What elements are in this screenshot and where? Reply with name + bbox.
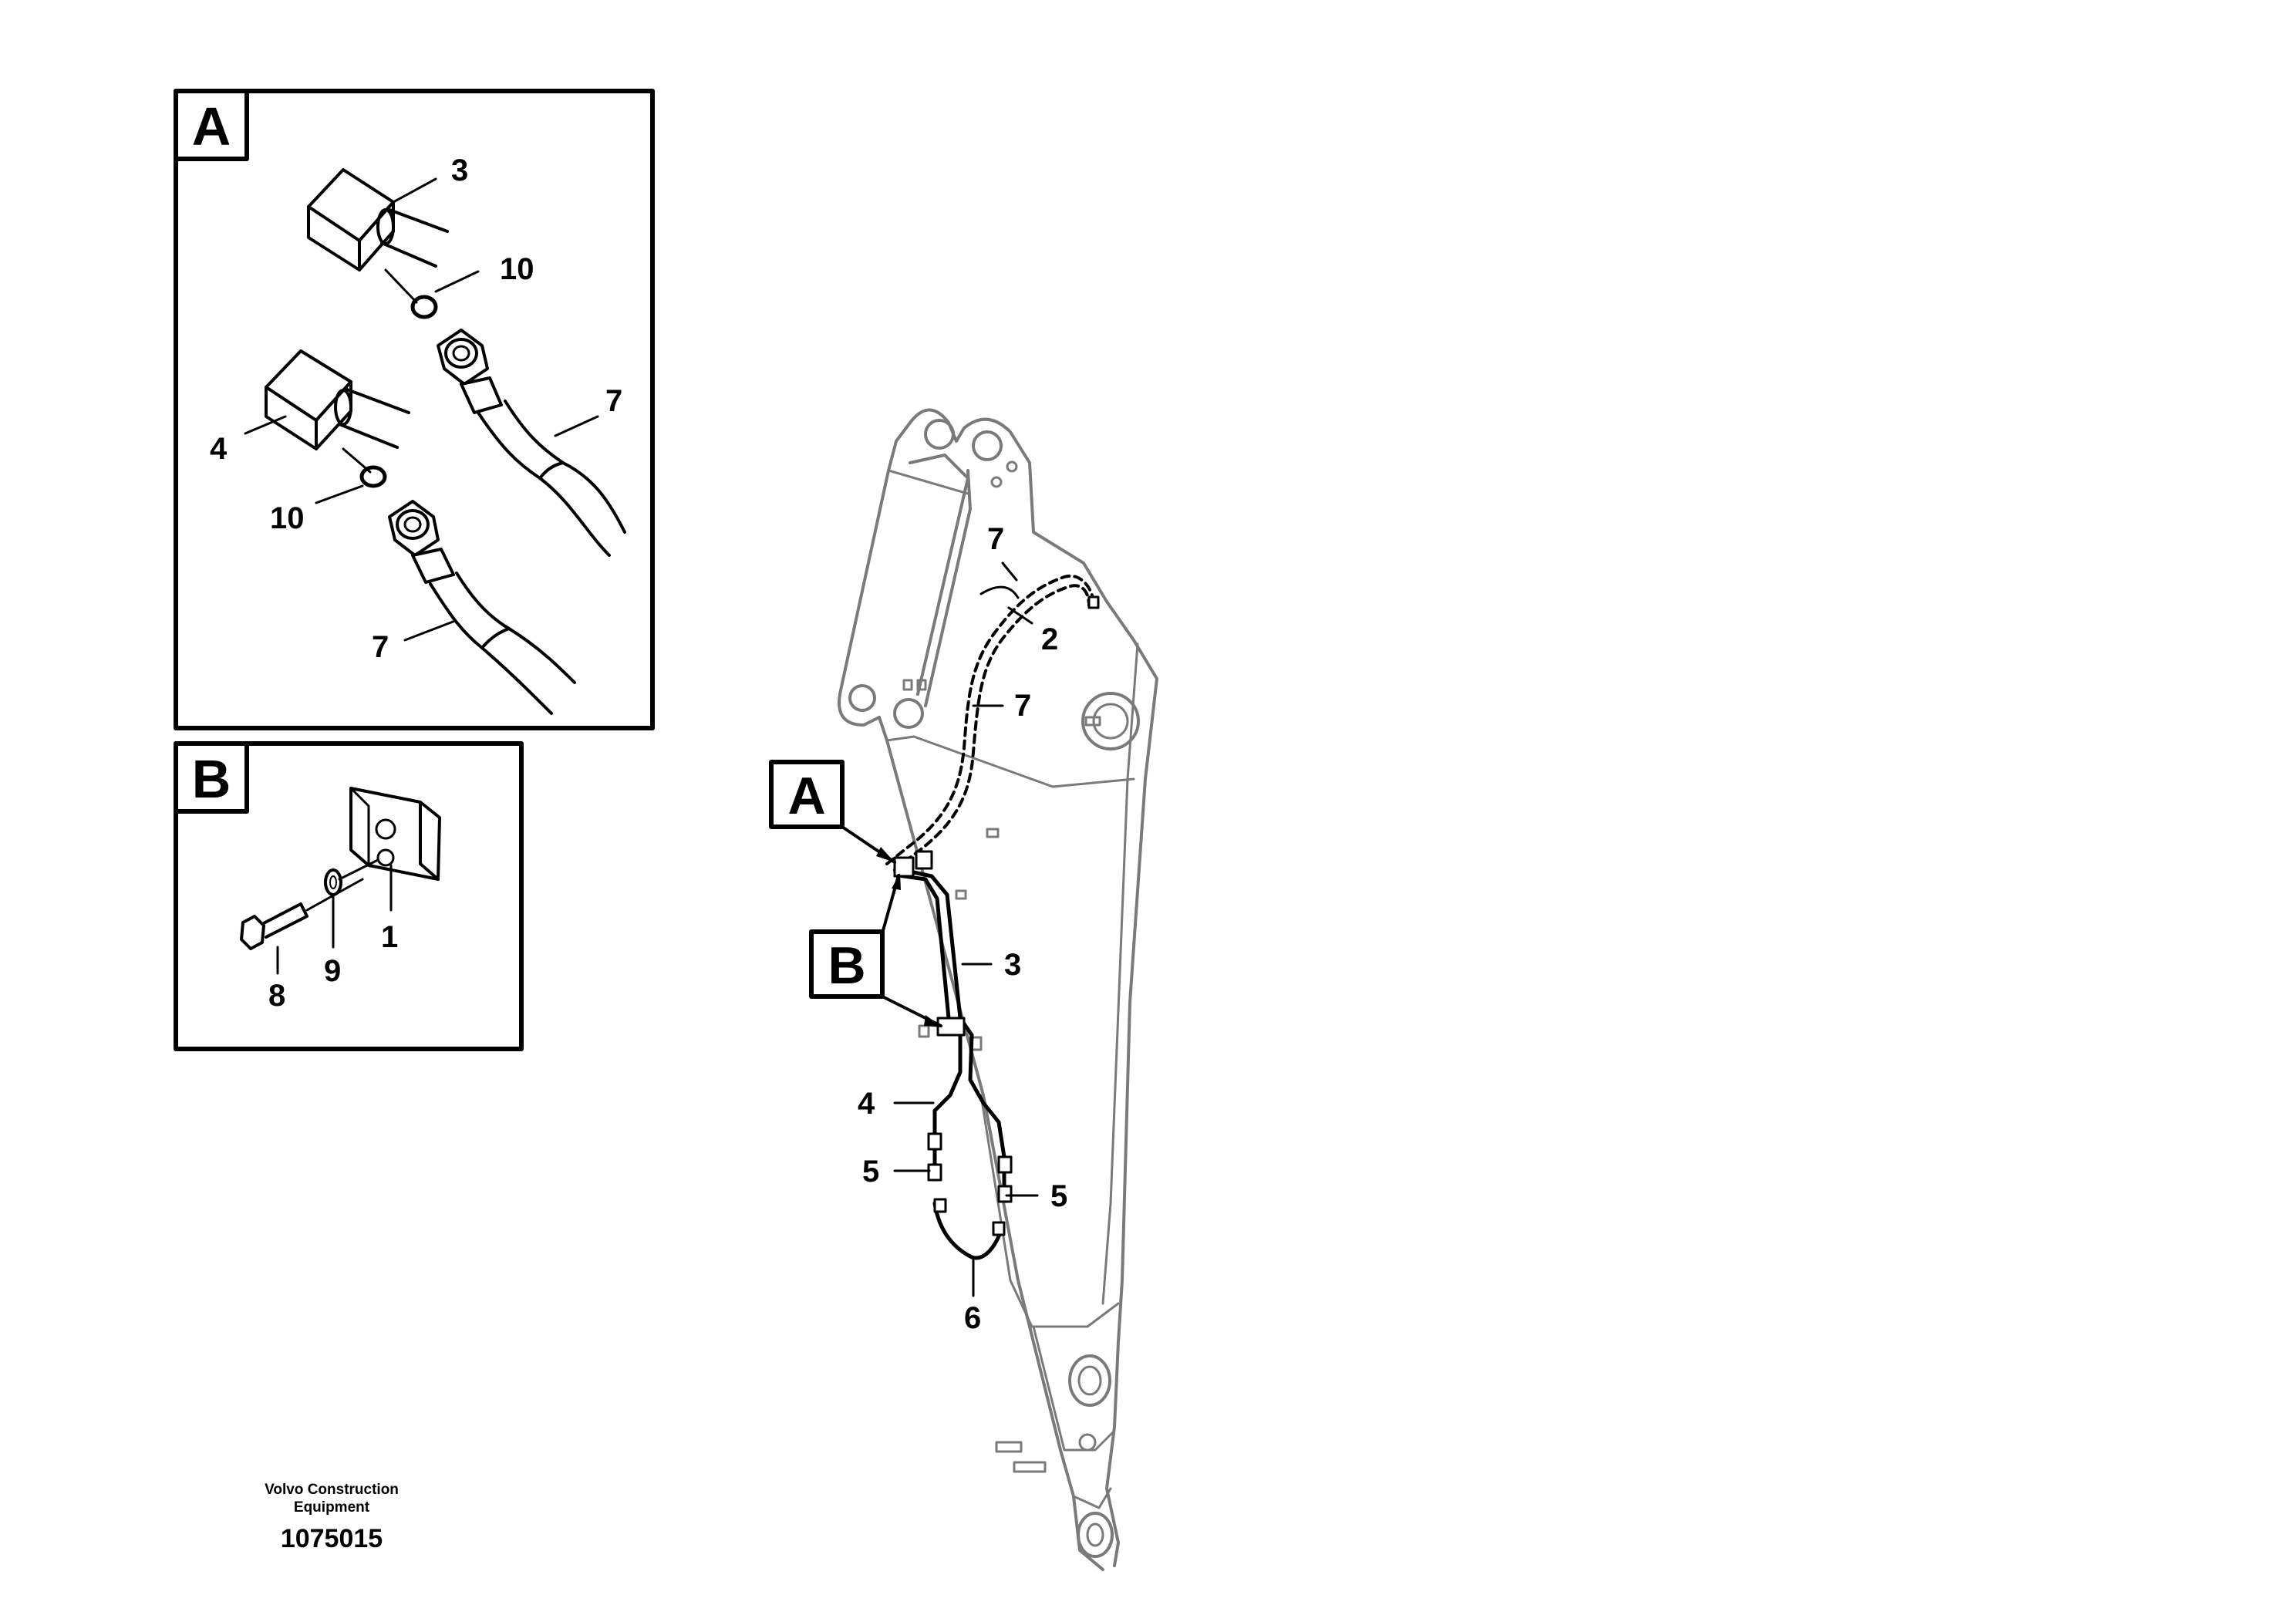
callout-main-6: 6	[964, 1301, 981, 1335]
drawing-number: 1075015	[280, 1524, 383, 1553]
callout-b-9: 9	[324, 954, 341, 988]
callout-main-7: 7	[1014, 689, 1031, 723]
callout-a-4: 4	[210, 432, 228, 466]
callout-b-1: 1	[381, 920, 398, 954]
washer-part	[324, 868, 342, 896]
company-name-line1: Volvo Construction	[265, 1482, 399, 1498]
o-ring-lower	[359, 465, 387, 488]
company-name-line2: Equipment	[293, 1499, 370, 1516]
callout-b-8: 8	[268, 979, 285, 1013]
tubes-3-4-6	[893, 850, 1013, 1260]
detail-a-lower-hose	[388, 500, 576, 715]
callout-main-5-right: 5	[1050, 1179, 1067, 1213]
callout-a-7-upper: 7	[605, 384, 622, 418]
detail-b-tag: B	[192, 749, 231, 809]
callout-main-4: 4	[858, 1087, 875, 1121]
detail-a-upper-hose	[437, 329, 626, 557]
svg-text:A: A	[787, 767, 825, 825]
hoses-7-dashed	[885, 574, 1100, 872]
detail-a-upper-fitting	[307, 168, 449, 304]
callout-a-10-lower: 10	[270, 501, 305, 535]
detail-a-tag: A	[192, 96, 231, 157]
boom-drawing	[838, 408, 1158, 1571]
callout-main-7-top: 7	[987, 522, 1004, 556]
main-tag-a: A	[769, 760, 896, 864]
detail-a-panel: A	[174, 89, 655, 730]
callout-a-3: 3	[451, 153, 468, 187]
o-ring-upper	[410, 295, 438, 319]
svg-text:B: B	[828, 936, 865, 995]
clamp-part	[349, 787, 441, 881]
detail-b-panel: B 1 9 8	[174, 741, 524, 1051]
callout-a-10-upper: 10	[500, 252, 534, 286]
callout-main-2: 2	[1041, 622, 1058, 656]
bolt-part	[240, 858, 379, 950]
detail-a-lower-fitting	[265, 349, 410, 474]
callout-main-5-left: 5	[862, 1155, 879, 1189]
main-tag-b: B	[809, 873, 942, 1027]
callout-main-3: 3	[1004, 948, 1021, 982]
callout-a-7-lower: 7	[372, 630, 389, 664]
footer-block: Volvo Construction Equipment 1075015	[231, 1481, 432, 1554]
